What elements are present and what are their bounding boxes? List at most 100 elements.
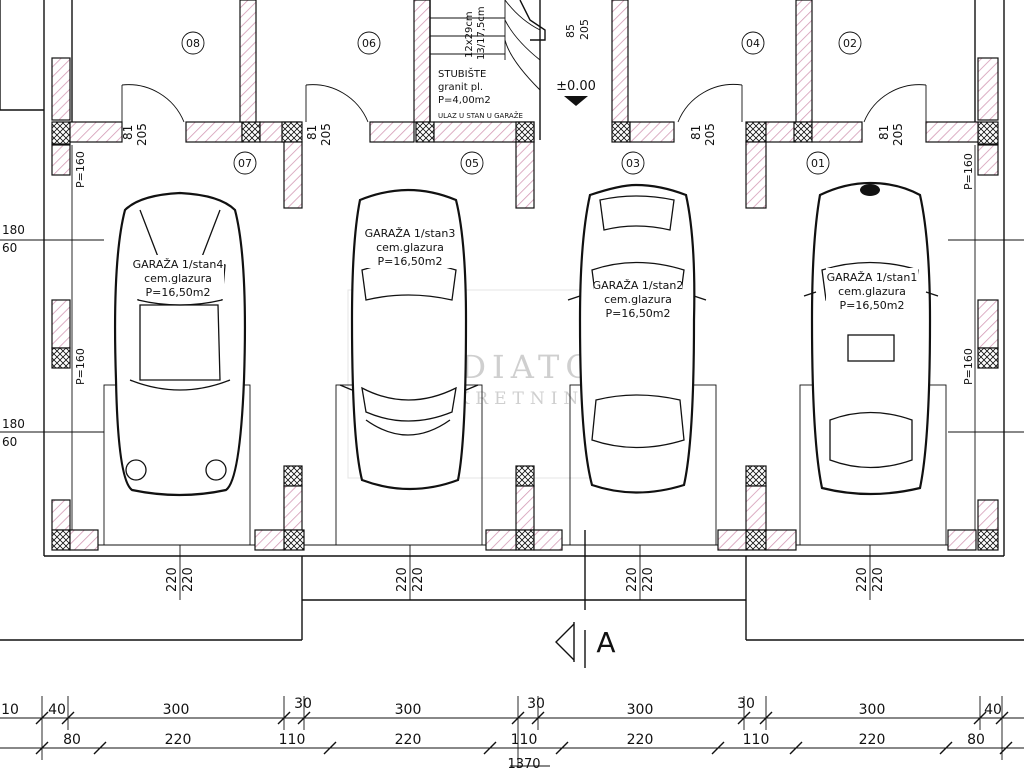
dimension-row-2: 80 220 110 220 110 220 110 220 80 [63, 732, 985, 748]
door-4-height: 205 [891, 123, 905, 146]
wall-height-right-top: P=160 [962, 153, 975, 190]
left-mark-4: 60 [2, 435, 17, 449]
garage-door-labels: 220 220 220 220 220 220 220 220 [165, 567, 886, 592]
dim-1-8: 300 [859, 702, 886, 718]
garage-2-area: P=16,50m2 [605, 307, 670, 320]
garage-door-1-width: 220 [165, 567, 180, 592]
door-1-height: 205 [135, 123, 149, 146]
room-number: 07 [238, 157, 252, 170]
garage-label-4: GARAŽA 1/stan4 cem.glazura P=16,50m2 [132, 255, 224, 299]
wall-height-left-top: P=160 [74, 151, 87, 188]
room-number: 03 [626, 157, 640, 170]
section-marker: A [555, 622, 616, 662]
garage-4-area: P=16,50m2 [145, 286, 210, 299]
garage-3-area: P=16,50m2 [377, 255, 442, 268]
wall-height-left-bottom: P=160 [74, 348, 87, 385]
bay-columns [254, 465, 797, 551]
car-bay-4 [113, 191, 247, 497]
room-number: 01 [811, 157, 825, 170]
garage-2-floor: cem.glazura [604, 293, 672, 306]
garage-openings [0, 239, 1024, 668]
garage-1-area: P=16,50m2 [839, 299, 904, 312]
room-08: 08 [181, 31, 205, 55]
garage-label-2: GARAŽA 1/stan2 cem.glazura P=16,50m2 [593, 276, 684, 320]
garage-label-1: GARAŽA 1/stan1 cem.glazura P=16,50m2 [826, 268, 918, 312]
stair-name: STUBIŠTE [438, 67, 486, 80]
garage-door-2-height: 220 [411, 567, 426, 592]
dimension-lines [0, 696, 1024, 768]
room-numbers: 08 06 04 02 07 05 03 01 [181, 31, 862, 175]
door-3-height: 205 [703, 123, 717, 146]
door-2-width: 81 [305, 125, 319, 140]
room-04: 04 [741, 31, 765, 55]
room-number: 04 [746, 37, 760, 50]
garage-door-2-width: 220 [395, 567, 410, 592]
stair-step-ratio: 13/17,5cm [476, 6, 487, 60]
stair-labels: 12x29cm 13/17,5cm 85 205 STUBIŠTE granit… [436, 6, 596, 120]
garage-label-3: GARAŽA 1/stan3 cem.glazura P=16,50m2 [365, 224, 456, 268]
elevation-label: ±0.00 [556, 79, 596, 94]
dim-1-4: 300 [395, 702, 422, 718]
garage-1-name: GARAŽA 1/stan1 [827, 271, 918, 284]
door-3-width: 81 [689, 125, 703, 140]
dim-2-7: 220 [859, 732, 886, 748]
garage-4-floor: cem.glazura [144, 272, 212, 285]
garage-door-1-height: 220 [181, 567, 196, 592]
door-opening-labels: 81 205 81 205 81 205 81 205 [121, 123, 905, 146]
garage-door-4-height: 220 [871, 567, 886, 592]
left-marks: 180 60 180 60 [2, 223, 25, 449]
stair-door-height: 205 [578, 19, 591, 40]
room-number: 02 [843, 37, 857, 50]
door-swings [121, 84, 927, 123]
room-05: 05 [460, 151, 484, 175]
garage-2-name: GARAŽA 1/stan2 [593, 279, 684, 292]
room-number: 08 [186, 37, 200, 50]
wall-height-labels: P=160 P=160 P=160 P=160 [74, 151, 975, 385]
dim-2-3: 220 [395, 732, 422, 748]
dim-1-1: 40 [48, 702, 66, 718]
dim-2-0: 80 [63, 732, 81, 748]
dim-2-4: 110 [511, 732, 538, 748]
dim-total: 1370 [507, 757, 540, 768]
room-number: 05 [465, 157, 479, 170]
dimension-row-1: 10 40 300 30 300 30 300 30 300 40 [1, 696, 1002, 718]
stair-entry: ULAZ U STAN U GARAŽE [438, 111, 523, 120]
stair-door-width: 85 [564, 24, 577, 38]
wall-height-right-bottom: P=160 [962, 348, 975, 385]
dim-1-0: 10 [1, 702, 19, 718]
left-mark-2: 60 [2, 241, 17, 255]
outer-walls [0, 0, 1005, 557]
stair-area: P=4,00m2 [438, 95, 491, 106]
room-03: 03 [621, 151, 645, 175]
garage-door-3-height: 220 [641, 567, 656, 592]
dim-1-6: 300 [627, 702, 654, 718]
garage-4-name: GARAŽA 1/stan4 [133, 258, 224, 271]
stair-floor: granit pl. [438, 82, 483, 93]
stair-step-size: 12x29cm [464, 11, 475, 58]
dim-1-7: 30 [737, 696, 755, 712]
left-mark-3: 180 [2, 417, 25, 431]
room-07: 07 [233, 151, 257, 175]
garage-door-4-width: 220 [855, 567, 870, 592]
door-2-height: 205 [319, 123, 333, 146]
garage-1-floor: cem.glazura [838, 285, 906, 298]
dim-1-2: 300 [163, 702, 190, 718]
door-4-width: 81 [877, 125, 891, 140]
upper-rooms [69, 0, 979, 209]
dim-1-5: 30 [527, 696, 545, 712]
room-01: 01 [806, 151, 830, 175]
car-bay-2 [567, 183, 707, 494]
left-mark-1: 180 [2, 223, 25, 237]
dim-2-6: 110 [743, 732, 770, 748]
dim-2-5: 220 [627, 732, 654, 748]
door-1-width: 81 [121, 125, 135, 140]
room-number: 06 [362, 37, 376, 50]
garage-3-name: GARAŽA 1/stan3 [365, 227, 456, 240]
dim-2-2: 110 [279, 732, 306, 748]
dim-2-8: 80 [967, 732, 985, 748]
section-label: A [596, 626, 615, 659]
garage-3-floor: cem.glazura [376, 241, 444, 254]
room-06: 06 [357, 31, 381, 55]
dim-2-1: 220 [165, 732, 192, 748]
